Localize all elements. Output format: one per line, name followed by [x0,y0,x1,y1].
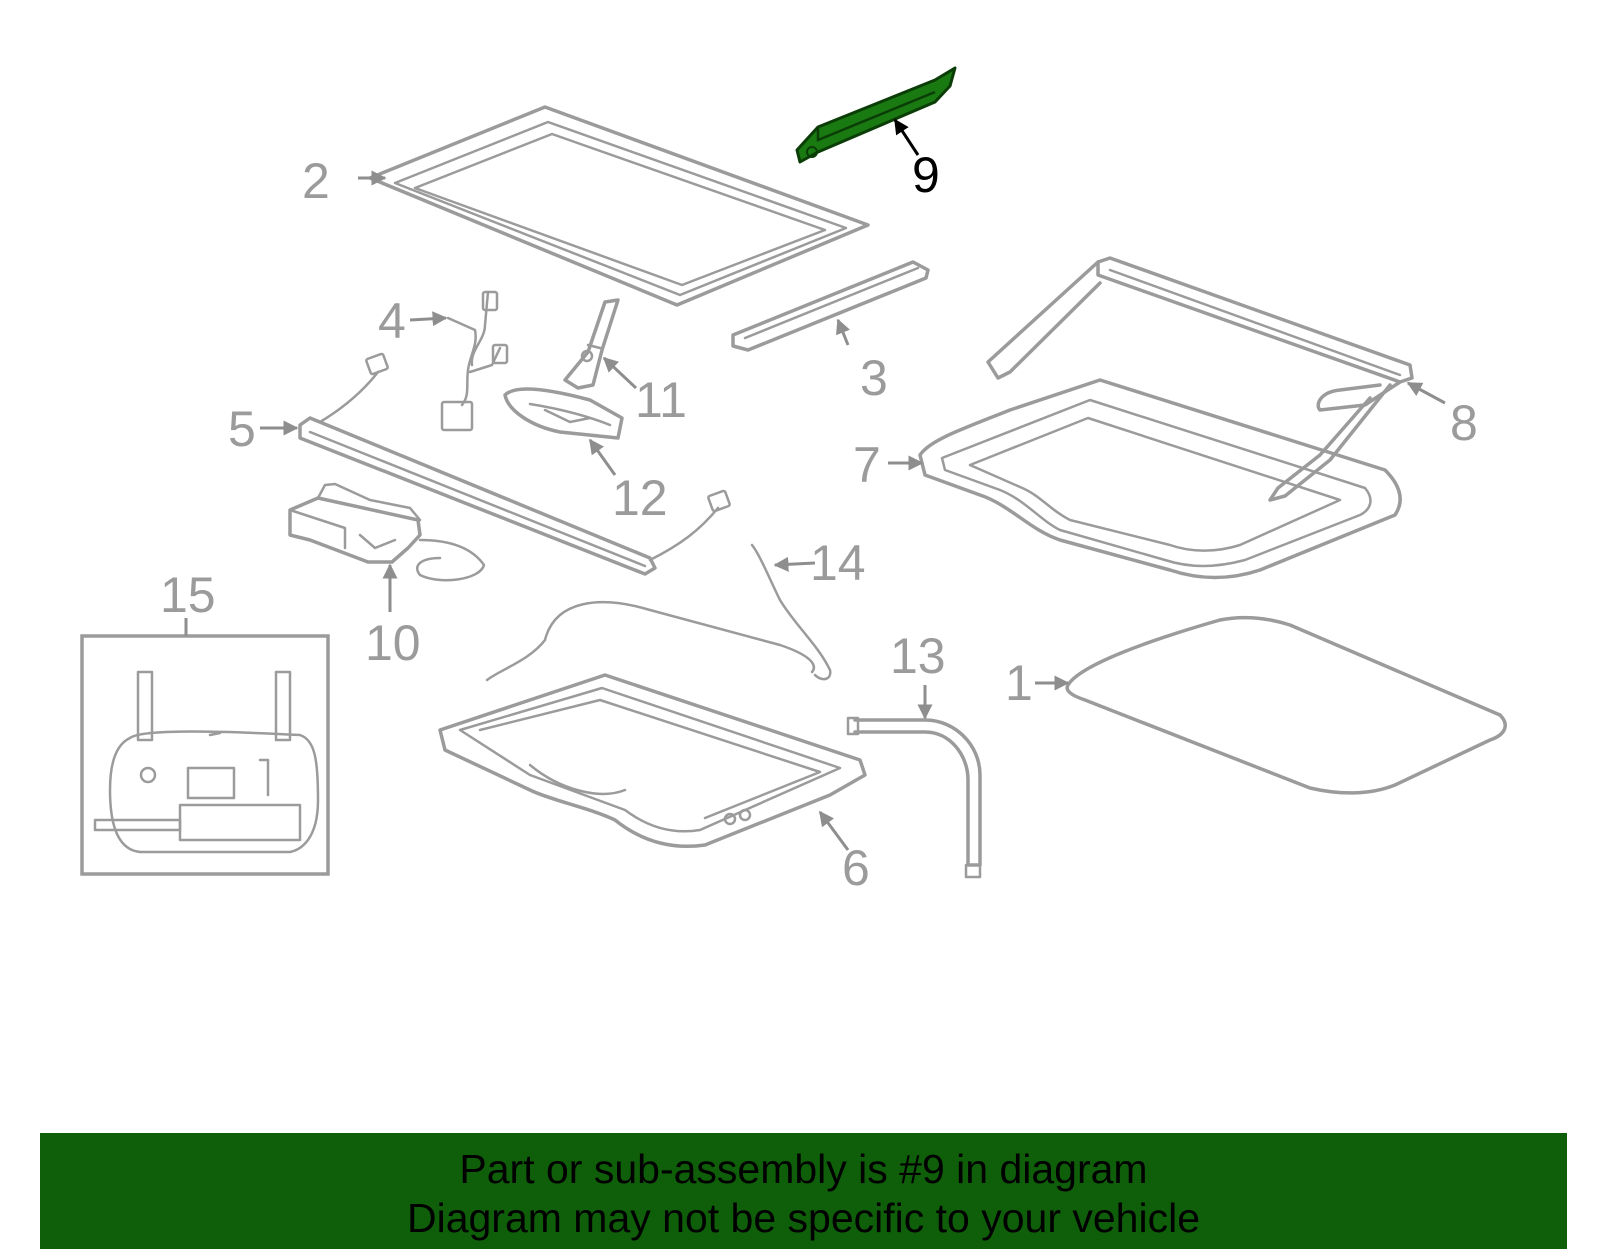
part-5-rail [298,352,731,576]
callout-labels: 1 2 3 4 5 6 7 8 9 10 11 12 13 14 15 [160,147,1478,896]
callout-1: 1 [1005,655,1033,711]
part-6-housing [438,600,867,848]
part-1-glass [1065,615,1507,795]
part-13-tube [846,716,982,879]
callout-11: 11 [635,372,687,428]
banner-line-1: Part or sub-assembly is #9 in diagram [459,1146,1148,1192]
part-15-inset [80,634,330,876]
callout-14: 14 [810,535,866,591]
callout-12: 12 [612,470,668,526]
callout-2: 2 [302,153,330,209]
callout-15: 15 [160,567,216,623]
part-3-rail [731,260,930,352]
leader-lines [184,118,1446,851]
callout-4: 4 [378,293,406,349]
part-12-bezel [503,387,624,440]
callout-7: 7 [853,437,881,493]
part-4-harness [440,290,509,432]
callout-8: 8 [1450,395,1478,451]
callout-13: 13 [890,628,946,684]
part-2-frame [368,105,870,307]
part-7-frame [918,378,1402,580]
part-10-motor [288,482,486,582]
info-banner: Part or sub-assembly is #9 in diagram Di… [40,1133,1567,1249]
callout-9: 9 [912,147,940,203]
banner-line-2: Diagram may not be specific to your vehi… [406,1195,1200,1241]
callout-5: 5 [228,401,256,457]
callout-10: 10 [365,615,421,671]
part-11-bracket [563,298,620,390]
part-14-hose [750,543,832,681]
part-8-shade [986,256,1414,502]
part-9-highlighted [795,66,957,164]
callout-6: 6 [842,840,870,896]
callout-3: 3 [860,350,888,406]
